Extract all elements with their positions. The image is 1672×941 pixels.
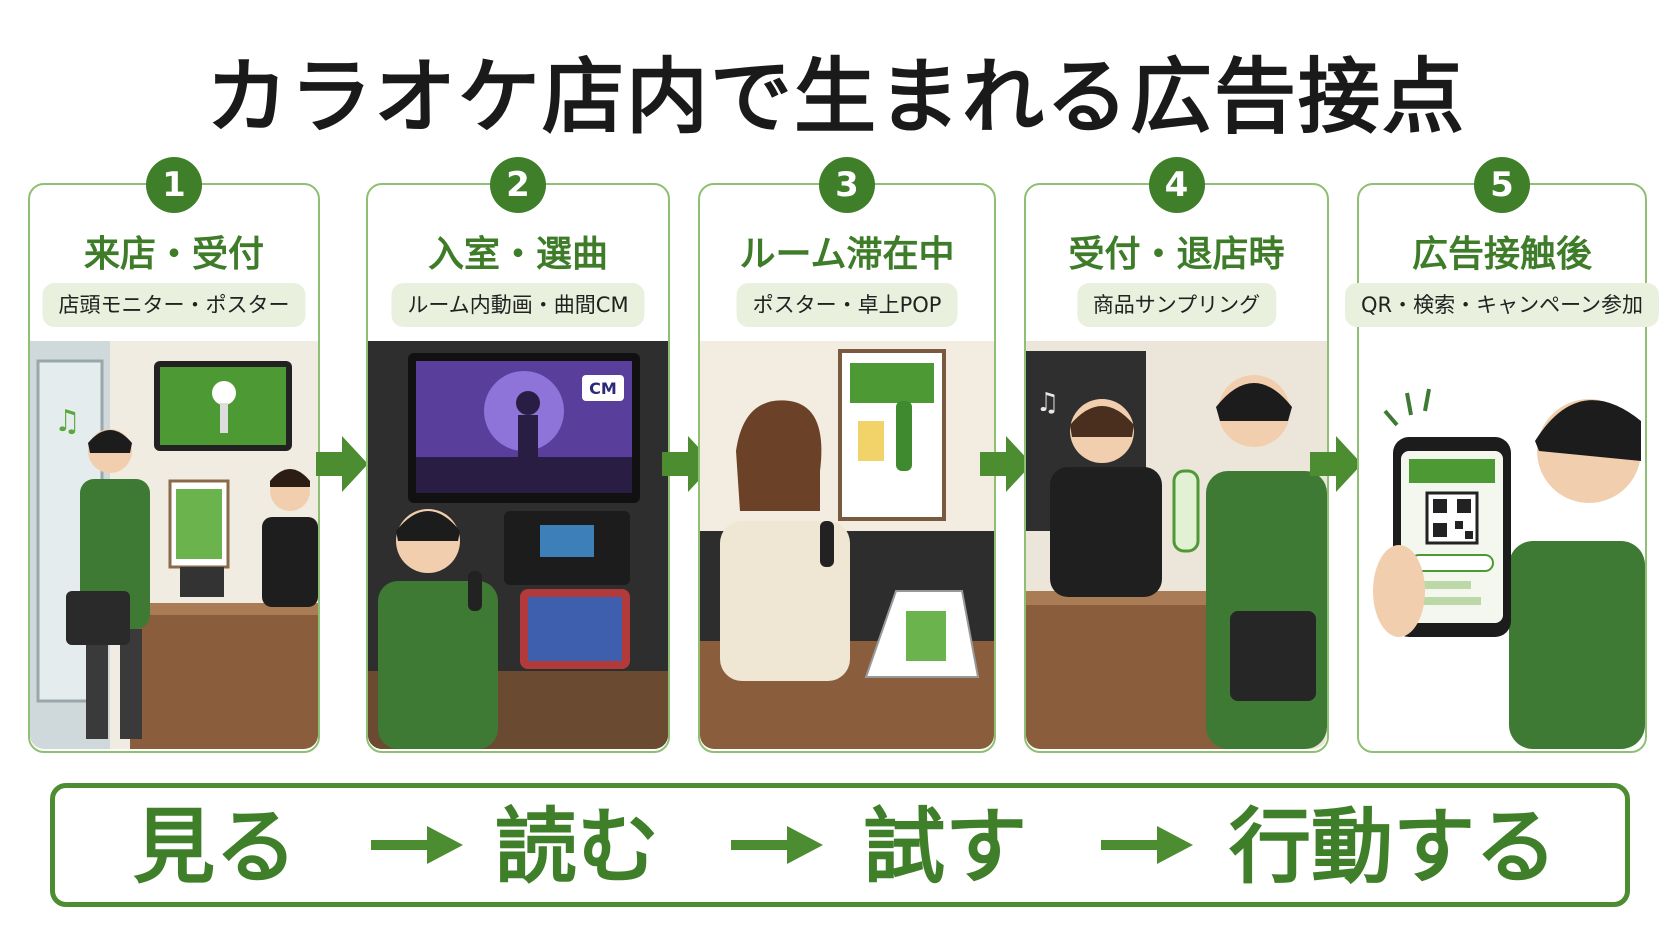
flow-step-read: 読む [495,800,660,895]
step-title: 受付・退店時 [1068,234,1285,275]
step-subtitle: ルーム内動画・曲間CM [391,283,645,327]
action-flow-banner: 見る 読む 試す 行動する [50,783,1630,907]
flow-step-try: 試す [863,800,1028,895]
step-number-badge: 3 [819,157,875,213]
page-title: カラオケ店内で生まれる広告接点 [205,50,1466,145]
step-subtitle: QR・検索・キャンペーン参加 [1344,283,1660,327]
step-number-badge: 2 [490,157,546,213]
arrow-right-icon [1101,826,1193,864]
cm-badge: CM [589,379,617,398]
arrow-right-icon [1310,436,1362,492]
scene-reception: ♫ [30,341,318,749]
step-card-2: 2 入室・選曲 ルーム内動画・曲間CM CM [366,157,670,753]
scene-sampling: ♫ [1026,341,1327,749]
step-subtitle: 店頭モニター・ポスター [42,283,306,327]
arrow-right-icon [371,826,463,864]
step-card-4: 4 受付・退店時 商品サンプリング ♫ [1024,157,1329,753]
step-title: 入室・選曲 [427,234,608,275]
step-title: ルーム滞在中 [739,234,955,275]
svg-text:♫: ♫ [1036,388,1059,418]
step-card-3: 3 ルーム滞在中 ポスター・卓上POP [698,157,996,753]
step-subtitle: ポスター・卓上POP [736,283,958,327]
step-title: 来店・受付 [83,234,264,275]
step-number-badge: 4 [1148,157,1205,213]
step-title: 広告接触後 [1411,234,1592,275]
arrow-right-icon [316,436,368,492]
flow-step-act: 行動する [1229,800,1558,895]
arrow-right-icon [980,436,1032,492]
step-number-badge: 5 [1474,157,1530,213]
scene-room-stay [700,341,994,749]
svg-text:♫: ♫ [54,404,81,439]
step-card-1: 1 来店・受付 店頭モニター・ポスター ♫ [28,157,320,753]
arrow-right-icon [731,826,823,864]
step-card-5: 5 広告接触後 QR・検索・キャンペーン参加 [1344,157,1660,753]
scene-qr-action [1359,341,1645,749]
step-number-badge: 1 [146,157,202,213]
step-subtitle: 商品サンプリング [1076,283,1277,327]
flow-step-see: 見る [133,800,298,895]
scene-karaoke-room: CM [368,341,668,749]
